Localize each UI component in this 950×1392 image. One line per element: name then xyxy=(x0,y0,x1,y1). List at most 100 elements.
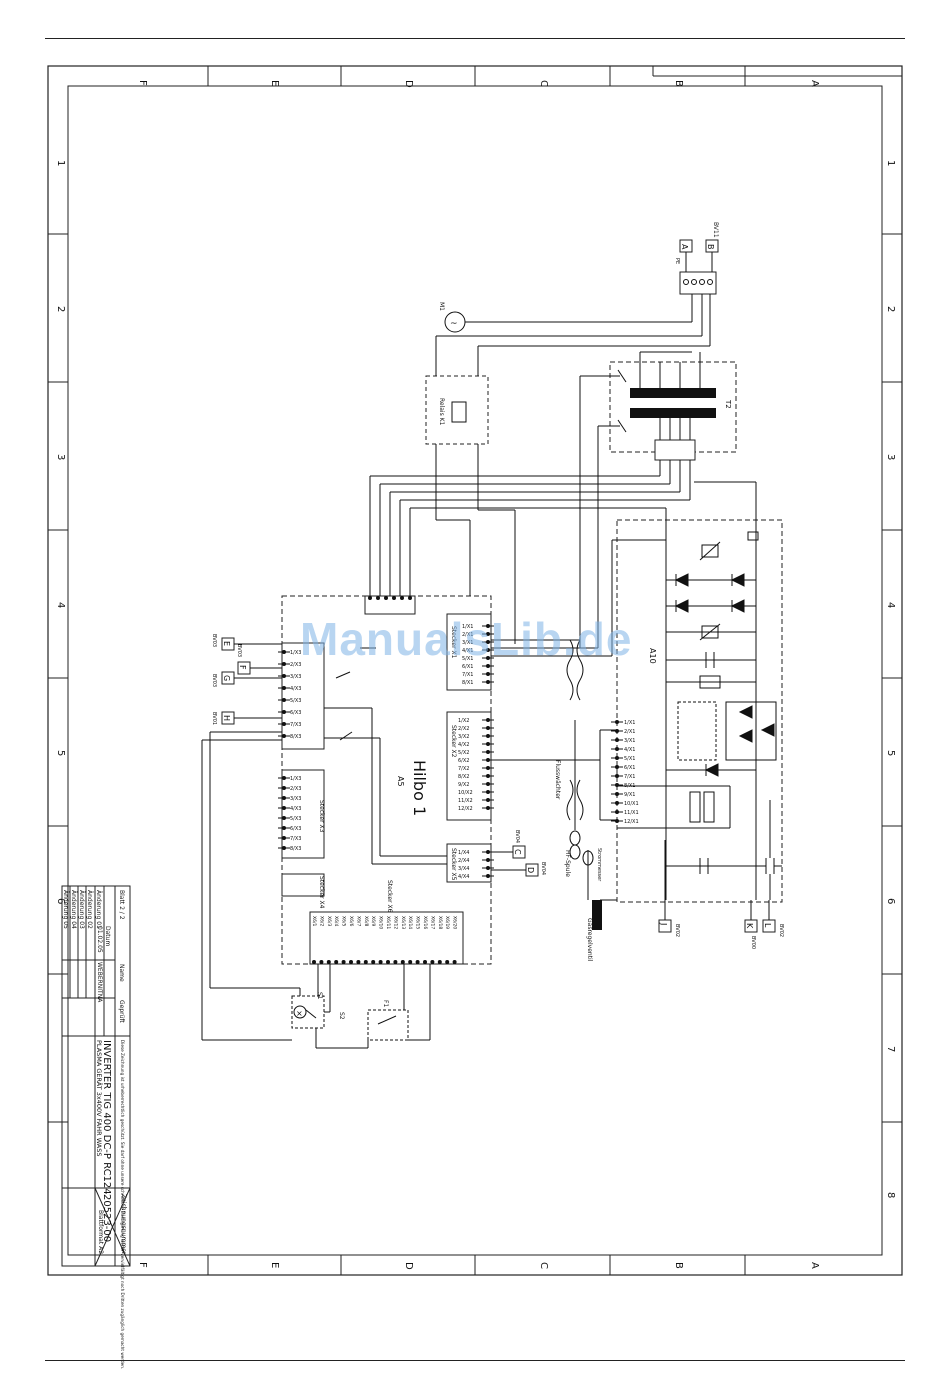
pin-label: X6/7 xyxy=(355,916,361,926)
left-connectors: E BV03 F BV03 G BV03 H BV01 xyxy=(211,634,251,725)
pin-dot xyxy=(349,960,353,964)
pin-label: 9/X2 xyxy=(458,782,469,788)
pin-label: X6/14 xyxy=(407,916,413,929)
pin-label: 11/X2 xyxy=(458,798,473,804)
pin-label: X6/15 xyxy=(415,916,421,929)
row-number: 2 xyxy=(55,306,66,312)
connector-f-ref: BV03 xyxy=(236,644,242,657)
pin-label: 3/X2 xyxy=(458,734,469,740)
pin-dot xyxy=(384,596,388,600)
stecker-x5-block xyxy=(446,843,492,883)
row-number: 5 xyxy=(885,750,896,756)
note-text: Diese Zeichnung ist urheberrechtlich ges… xyxy=(120,1040,125,1369)
transformer-core xyxy=(630,408,716,418)
relay-outline xyxy=(425,375,489,445)
pin-label: X6/10 xyxy=(378,916,384,929)
pin-label: 5/X1 xyxy=(624,756,635,762)
pin-label: 2/X3 xyxy=(290,786,301,792)
pin-label: 2/X2 xyxy=(458,726,469,732)
frame-ticks xyxy=(48,66,902,1275)
connector-j-ref: BV02 xyxy=(674,924,680,937)
stecker-label: Stecker X4 xyxy=(318,876,325,909)
pin-label: X6/2 xyxy=(318,916,324,926)
main-board-name: Hilbo 1 xyxy=(410,760,429,816)
fan-motor-glyph: ~ xyxy=(450,319,458,329)
pin-label: X6/1 xyxy=(311,916,317,926)
col-letter: C xyxy=(538,80,549,87)
stecker-x1-block xyxy=(446,613,492,691)
row-number: 3 xyxy=(55,454,66,460)
pin-label: 4/X1 xyxy=(462,648,473,654)
pin-label: 4/X4 xyxy=(458,874,469,880)
connector-l-label: L xyxy=(763,923,772,928)
twisted-pair xyxy=(566,639,584,821)
relay-label: Relais K1 xyxy=(438,398,445,426)
pin-label: 12/X1 xyxy=(624,819,639,825)
connector-e-label: E xyxy=(222,641,231,646)
pin-label: 3/X3 xyxy=(290,796,301,802)
sheet-count: Blatt 2 / 2 xyxy=(118,890,125,920)
pin-label: 8/X3 xyxy=(290,846,301,852)
stecker-x6-block xyxy=(309,911,464,965)
col-letter: D xyxy=(403,1262,414,1270)
pin-dot xyxy=(430,960,435,964)
switch-f1-outline xyxy=(367,1009,409,1041)
col-letter: F xyxy=(137,80,148,86)
pin-label: 6/X3 xyxy=(290,826,301,832)
pin-label: X6/6 xyxy=(348,916,354,926)
connector-k-label: K xyxy=(745,923,754,929)
gas-valve-label: Gasregelventil xyxy=(586,918,593,962)
pin-label: X6/3 xyxy=(326,916,332,926)
connector-g-label: G xyxy=(222,675,231,681)
connector-d-label: D xyxy=(526,867,535,873)
pin-label: 2/X1 xyxy=(462,632,473,638)
stecker-label: Stecker X1 xyxy=(450,626,457,659)
current-sensor-label: Strommesser xyxy=(596,848,602,882)
pin-label: X6/9 xyxy=(370,916,376,926)
col-letter: B xyxy=(673,80,684,87)
pin-label: 6/X1 xyxy=(624,765,635,771)
connector-h-ref: BV01 xyxy=(211,712,217,725)
connector-h-label: H xyxy=(222,715,231,721)
pin-label: 1/X3 xyxy=(290,650,301,656)
pin-label: 5/X3 xyxy=(290,816,301,822)
pin-label: 7/X3 xyxy=(290,836,301,842)
inverter-board-label: A10 xyxy=(648,648,657,664)
bottom-rule xyxy=(45,1360,905,1361)
pin-label: 11/X1 xyxy=(624,810,639,816)
header-cell: Geprüft xyxy=(118,1000,125,1023)
inverter-board-outline xyxy=(616,519,783,903)
drawing-number: 20523-00 xyxy=(101,1194,112,1242)
name-value: WEBERNITNA xyxy=(96,962,103,1003)
switch-lamp xyxy=(293,1005,307,1019)
pin-dot xyxy=(423,960,427,964)
x3-pin-group: 1/X32/X33/X34/X35/X36/X37/X38/X3 xyxy=(278,776,301,852)
main-board-label: A5 xyxy=(396,776,405,787)
contact-symbols xyxy=(305,369,627,1025)
revision-row: Änderung 02 xyxy=(86,890,93,929)
x5-connectors: C BV04 D BV04 xyxy=(512,830,546,877)
header-cell: Name xyxy=(118,964,125,982)
stecker-x2-block xyxy=(446,711,492,821)
connector-g-ref: BV03 xyxy=(211,674,217,687)
connector-j-label: J xyxy=(659,922,668,925)
row-number: 4 xyxy=(55,602,66,608)
pin-label: X6/12 xyxy=(392,916,398,929)
pin-label: X6/20 xyxy=(452,916,458,929)
pin-label: 2/X3 xyxy=(290,662,301,668)
pin-dot xyxy=(437,960,442,964)
header-cell: Datum xyxy=(104,926,111,946)
connector-l-ref: BV02 xyxy=(778,924,784,937)
connector-e-ref: BV03 xyxy=(211,634,217,647)
pin-dot xyxy=(386,960,390,964)
pin-label: 7/X1 xyxy=(624,774,635,780)
row-number: 6 xyxy=(55,898,66,904)
pin-label: 1/X1 xyxy=(624,720,635,726)
pin-label: 5/X3 xyxy=(290,698,301,704)
col-letter: A xyxy=(809,1262,820,1269)
pin-label: X6/16 xyxy=(422,916,428,929)
pin-label: 4/X2 xyxy=(458,742,469,748)
pin-label: 8/X1 xyxy=(462,680,473,686)
connector-d-ref: BV04 xyxy=(540,862,546,875)
